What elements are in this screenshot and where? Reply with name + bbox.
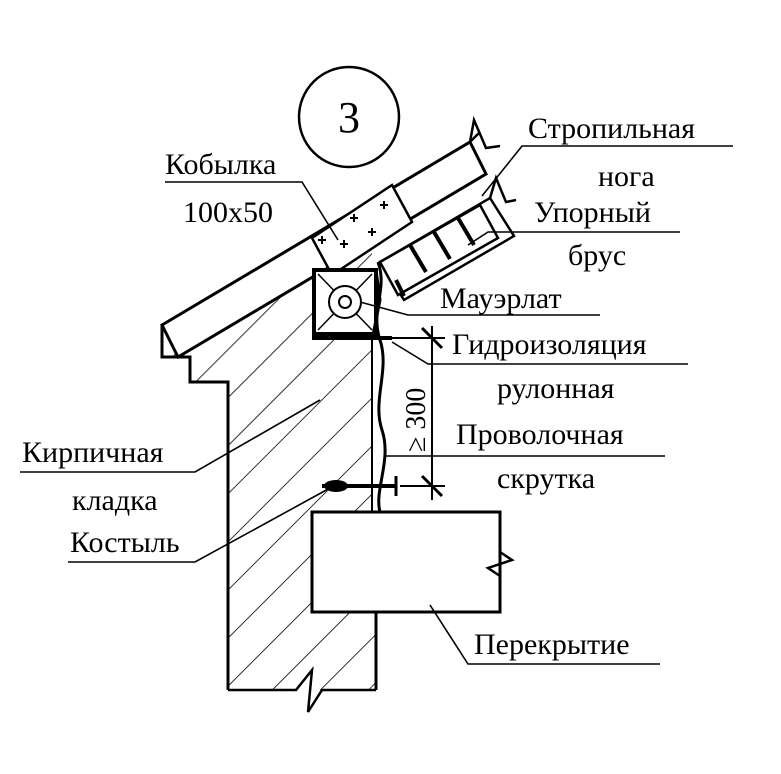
- label-masonry-1: Кирпичная: [22, 436, 164, 469]
- label-waterproof-2: рулонная: [497, 372, 615, 405]
- label-wire-2: скрутка: [497, 462, 595, 495]
- label-kobylka: Кобылка: [165, 148, 276, 181]
- floor-slab: [310, 510, 515, 614]
- label-rafter-1: Стропильная: [528, 112, 695, 145]
- mauerlat-beam: [312, 268, 378, 336]
- crutch-spike: [322, 476, 398, 496]
- label-slab: Перекрытие: [474, 628, 630, 661]
- dimension-min-300: ≥ 300: [384, 326, 445, 500]
- label-strut-1: Упорный: [534, 196, 651, 229]
- label-mauerlat: Мауэрлат: [440, 282, 562, 315]
- label-strut-2: брус: [568, 239, 626, 272]
- label-crutch: Костыль: [70, 526, 180, 559]
- labels: Кобылка 100х50 Стропильная нога Упорный …: [22, 112, 695, 661]
- label-waterproof-1: Гидроизоляция: [452, 328, 647, 361]
- label-masonry-2: кладка: [72, 484, 158, 517]
- label-kobylka-size: 100х50: [183, 196, 273, 229]
- wall-break-line: [228, 665, 376, 713]
- label-rafter-2: нога: [598, 160, 655, 193]
- brick-masonry-wall: [160, 225, 378, 690]
- wire-twist: [375, 261, 387, 513]
- support-strut: [378, 203, 500, 297]
- label-wire-1: Проволочная: [456, 418, 624, 451]
- detail-number: 3: [338, 93, 360, 142]
- leader-lines: [20, 145, 733, 665]
- nail-marks: [318, 201, 388, 248]
- detail-number-marker: 3: [297, 65, 401, 169]
- dimension-text: ≥ 300: [401, 388, 432, 452]
